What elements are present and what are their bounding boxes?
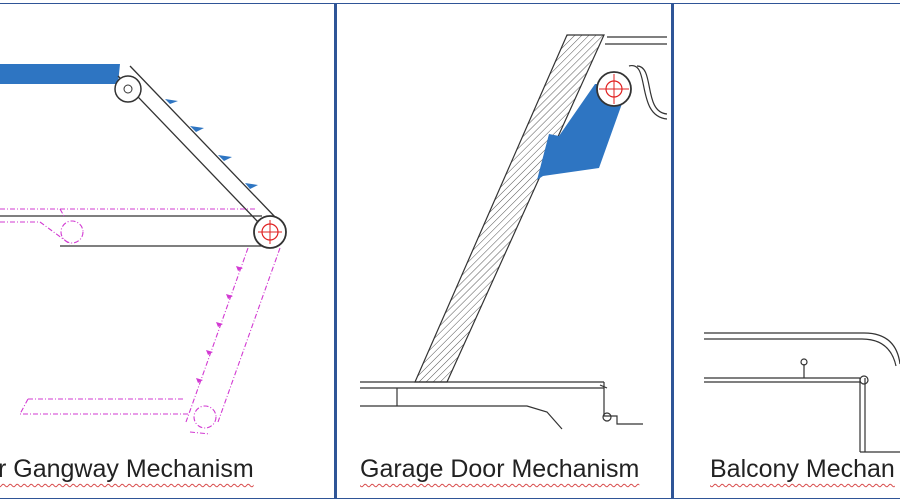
arm-teeth	[165, 99, 258, 189]
panel-gangway: r Gangway Mechanism	[0, 4, 334, 498]
divider-2	[671, 3, 674, 499]
panel-balcony: Balcony Mechan	[674, 4, 900, 498]
garage-floor	[360, 381, 643, 430]
balcony-drawing	[704, 332, 900, 453]
garage-door-drawing	[360, 34, 668, 430]
caption-gangway: r Gangway Mechanism	[0, 455, 254, 483]
door-actuator	[537, 84, 629, 180]
upper-pivot	[114, 75, 142, 103]
panel-garage-door: Garage Door Mechanism	[337, 4, 671, 498]
magenta-teeth	[196, 266, 243, 383]
balcony-structure	[704, 332, 900, 453]
caption-garage-door: Garage Door Mechanism	[360, 455, 640, 483]
door-panel	[414, 34, 605, 383]
divider-1	[334, 3, 337, 499]
magenta-dashed-gangway	[0, 208, 281, 435]
caption-balcony: Balcony Mechan	[710, 455, 895, 483]
gangway-drawing	[0, 64, 287, 435]
gangway-blue-beam	[0, 64, 120, 84]
